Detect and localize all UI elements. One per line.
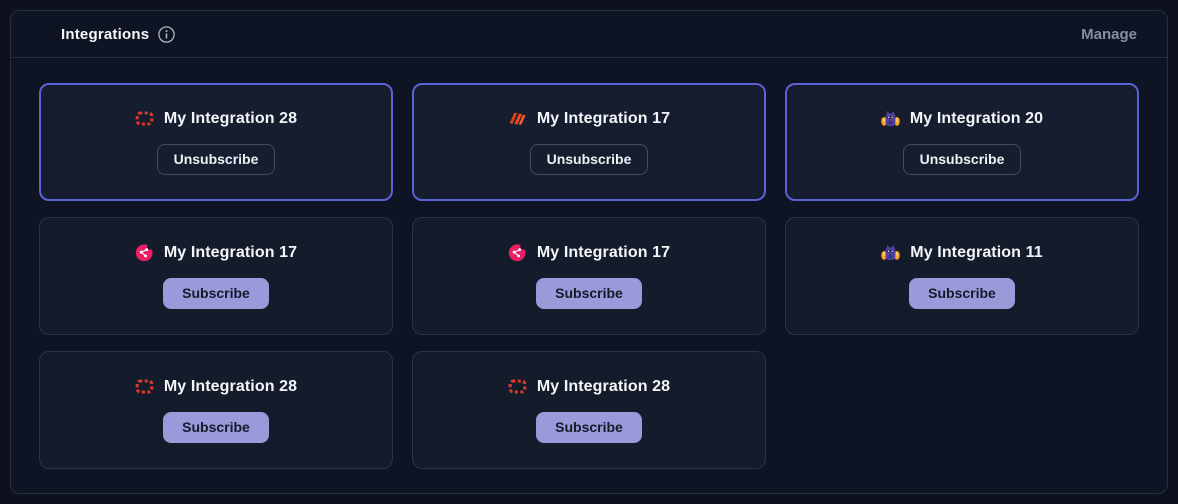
integration-title: My Integration 20 (909, 109, 1044, 127)
card-title-row: My Integration 28 (508, 377, 670, 396)
subscribe-button[interactable]: Subscribe (536, 412, 642, 443)
card-title-row: My Integration 28 (135, 377, 297, 396)
card-title-row: My Integration 17 (135, 243, 297, 262)
integration-title: My Integration 17 (163, 243, 298, 261)
unsubscribe-button[interactable]: Unsubscribe (902, 144, 1022, 175)
integration-card: My Integration 28 Subscribe (39, 351, 393, 469)
card-title-row: My Integration 17 (508, 109, 670, 128)
subscribe-button[interactable]: Subscribe (163, 278, 269, 309)
card-title-row: My Integration 17 (508, 243, 670, 262)
card-title-row: My Integration 20 (881, 109, 1043, 128)
purple-mascot-icon (881, 109, 900, 128)
red-dashed-frame-icon (508, 377, 527, 396)
orange-slashes-icon (508, 109, 527, 128)
subscribe-button[interactable]: Subscribe (536, 278, 642, 309)
integrations-grid: My Integration 28 Unsubscribe My Integra… (11, 58, 1167, 493)
unsubscribe-button[interactable]: Unsubscribe (156, 144, 276, 175)
pink-share-icon (508, 243, 527, 262)
card-title-row: My Integration 11 (881, 243, 1043, 262)
unsubscribe-button[interactable]: Unsubscribe (529, 144, 649, 175)
integration-card: My Integration 20 Unsubscribe (785, 83, 1139, 201)
integration-card: My Integration 11 Subscribe (785, 217, 1139, 335)
page-title: Integrations (61, 25, 150, 43)
integration-title: My Integration 28 (163, 109, 298, 127)
manage-link[interactable]: Manage (1081, 25, 1137, 43)
purple-mascot-icon (881, 243, 901, 262)
integration-title: My Integration 11 (910, 243, 1043, 261)
red-dashed-frame-icon (135, 377, 154, 396)
integration-card: My Integration 17 Unsubscribe (412, 83, 766, 201)
integration-card: My Integration 17 Subscribe (412, 217, 766, 335)
integration-title: My Integration 28 (163, 377, 298, 395)
integration-card: My Integration 28 Subscribe (412, 351, 766, 469)
pink-share-icon (135, 243, 154, 262)
integrations-panel: Integrations Manage My Integration 28 Un… (10, 10, 1168, 494)
integration-title: My Integration 17 (536, 109, 671, 127)
panel-header: Integrations Manage (11, 11, 1167, 58)
integration-title: My Integration 28 (536, 377, 671, 395)
integration-card: My Integration 17 Subscribe (39, 217, 393, 335)
integration-card: My Integration 28 Unsubscribe (39, 83, 393, 201)
integration-title: My Integration 17 (536, 243, 671, 261)
subscribe-button[interactable]: Subscribe (909, 278, 1015, 309)
card-title-row: My Integration 28 (135, 109, 297, 128)
info-icon[interactable] (158, 25, 175, 43)
subscribe-button[interactable]: Subscribe (163, 412, 269, 443)
red-dashed-frame-icon (135, 109, 154, 128)
